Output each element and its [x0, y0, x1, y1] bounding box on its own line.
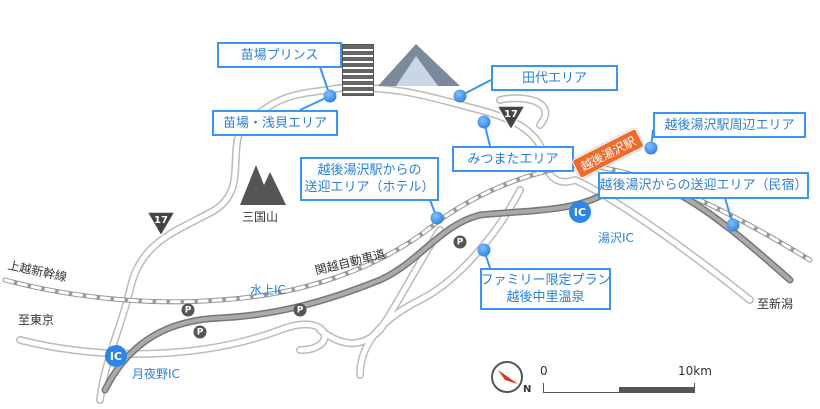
- location-dot[interactable]: [477, 115, 491, 129]
- area-family-line1: ファミリー限定プラン: [480, 273, 611, 288]
- parking-icon: P: [453, 235, 467, 249]
- tsukiyono-ic-label: 月夜野IC: [132, 367, 180, 381]
- location-dot[interactable]: [644, 141, 658, 155]
- area-yuzawa-station[interactable]: 越後湯沢駅周辺エリア: [653, 112, 806, 138]
- location-dot[interactable]: [430, 211, 444, 225]
- area-shuttle-minshuku[interactable]: 越後湯沢からの送迎エリア（民宿）: [598, 172, 809, 199]
- scale-start: 0: [540, 364, 548, 378]
- area-mitsumata[interactable]: みつまたエリア: [452, 146, 574, 172]
- to-tokyo-label: 至東京: [18, 313, 55, 327]
- ic-badge: IC: [569, 201, 591, 223]
- yuzawa-ic-label: 湯沢IC: [598, 231, 634, 245]
- location-dot[interactable]: [453, 89, 467, 103]
- location-dot[interactable]: [477, 243, 491, 257]
- parking-icon: P: [193, 325, 207, 339]
- area-naeba-asakai[interactable]: 苗場・浅貝エリア: [212, 110, 338, 136]
- area-shuttle-hotel-line1: 越後湯沢駅からの: [317, 163, 422, 178]
- minakami-ic-label: 水上IC: [250, 283, 286, 297]
- area-naeba-prince[interactable]: 苗場プリンス: [217, 42, 342, 68]
- to-niigata-label: 至新潟: [757, 297, 794, 311]
- mountain-icon: [240, 165, 286, 205]
- parking-icon: P: [181, 303, 195, 317]
- naeba-prince-logo: [378, 44, 460, 86]
- route-17-marker: 17: [495, 105, 527, 132]
- location-dot[interactable]: [323, 89, 337, 103]
- scale-end: 10km: [678, 364, 712, 378]
- compass-icon: [491, 361, 523, 393]
- route-17-marker: 17: [145, 211, 177, 238]
- location-dot[interactable]: [726, 218, 740, 232]
- hotel-building-icon: [342, 44, 374, 96]
- area-family-plan[interactable]: ファミリー限定プラン越後中里温泉: [480, 268, 611, 310]
- ic-badge: IC: [105, 345, 127, 367]
- north-label: N: [523, 384, 532, 395]
- parking-icon: P: [293, 303, 307, 317]
- area-shuttle-hotel[interactable]: 越後湯沢駅からの送迎エリア（ホテル）: [300, 157, 439, 201]
- scale-bar: [543, 383, 695, 393]
- area-tashiro[interactable]: 田代エリア: [491, 65, 618, 91]
- area-shuttle-hotel-line2: 送迎エリア（ホテル）: [304, 180, 435, 195]
- area-family-line2: 越後中里温泉: [506, 290, 585, 305]
- mountain-label: 三国山: [242, 210, 279, 224]
